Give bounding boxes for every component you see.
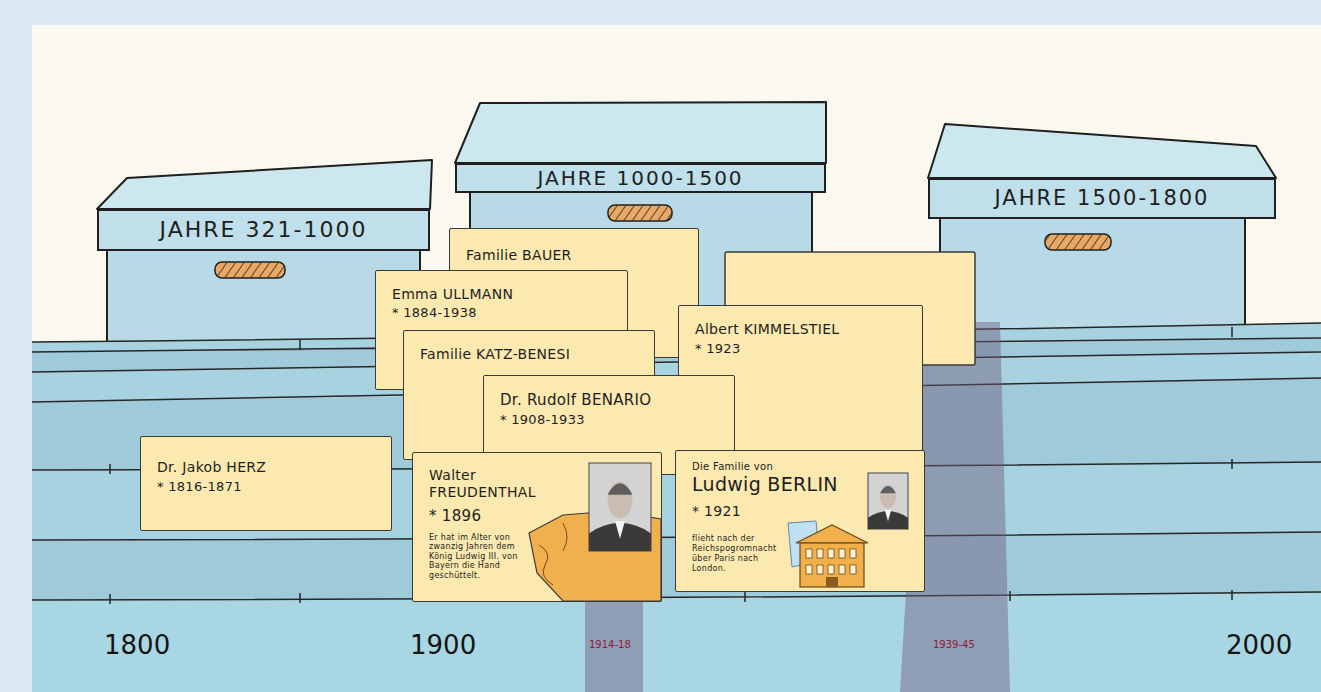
- box-handle-hatch: [608, 205, 672, 221]
- portrait-collar: [615, 521, 625, 539]
- house-window: [828, 549, 834, 558]
- portrait-frame: [589, 463, 651, 551]
- axis-ticks: [110, 590, 1232, 604]
- person-card: Die Familie vonLudwig BERLIN * 1921 flieht…: [675, 450, 925, 592]
- portrait-face: [608, 481, 633, 518]
- house-window: [806, 549, 812, 558]
- axis-year: 2000: [1226, 630, 1292, 660]
- house-window: [850, 549, 856, 558]
- paper-panel: [32, 25, 1321, 692]
- box-handle-hatch: [215, 262, 285, 278]
- story-note: Er hat im Alter von zwanzig Jahren dem K…: [429, 533, 524, 581]
- era-label: JAHRE 1500-1800: [995, 186, 1210, 211]
- era-label: JAHRE 321-1000: [160, 217, 368, 243]
- box-lid-top: [928, 124, 1276, 178]
- archive-box-lid: JAHRE 321-1000: [97, 209, 430, 251]
- box-body: [940, 218, 1245, 333]
- person-name: Emma ULLMANN: [392, 286, 613, 303]
- house-window: [806, 565, 812, 574]
- house-window: [839, 549, 845, 558]
- axis-year: 1800: [104, 630, 170, 660]
- box-handle: [1045, 234, 1111, 250]
- war-period-band: [585, 594, 643, 692]
- person-name: Albert KIMMELSTIEL: [695, 321, 908, 338]
- box-handle: [215, 262, 285, 278]
- water-band: [32, 592, 1321, 692]
- house-roof: [796, 525, 868, 543]
- person-name: Walter FREUDENTHAL: [429, 467, 587, 501]
- archive-box-lid: JAHRE 1500-1800: [928, 178, 1276, 219]
- person-name: Familie KATZ-BENESI: [420, 346, 640, 363]
- story-note: flieht nach der Reichspogromnacht über P…: [692, 534, 784, 574]
- life-dates: * 1816-1871: [157, 479, 377, 495]
- water-lines: [32, 323, 1321, 604]
- war-period-label: 1939-45: [933, 639, 975, 650]
- house-window: [817, 549, 823, 558]
- map-border-line: [539, 523, 567, 585]
- war-period-label: 1914-18: [589, 639, 631, 650]
- person-name: Dr. Jakob HERZ: [157, 459, 377, 476]
- house-body: [800, 543, 864, 587]
- house-window: [850, 565, 856, 574]
- axis-year: 1900: [410, 630, 476, 660]
- portrait-face: [880, 485, 896, 509]
- life-dates: * 1896: [429, 507, 647, 525]
- person-name: Die Familie von: [692, 461, 910, 473]
- portrait-hair: [880, 486, 896, 493]
- life-dates: * 1923: [695, 341, 908, 357]
- portrait-hair: [608, 483, 633, 494]
- life-dates: Ludwig BERLIN: [692, 473, 862, 496]
- archive-box-lid: JAHRE 1000-1500: [455, 163, 826, 193]
- person-card: Dr. Jakob HERZ * 1816-1871: [140, 436, 392, 531]
- life-dates: * 1884-1938: [392, 305, 613, 321]
- box-lid-top: [455, 102, 826, 163]
- box-body: [107, 250, 420, 350]
- portrait-frame: [868, 473, 908, 529]
- portrait-collar: [885, 510, 891, 521]
- box-handle: [608, 205, 672, 221]
- person-card: Walter FREUDENTHAL * 1896 Er hat im Alter …: [412, 452, 662, 602]
- box-lid-top: [97, 160, 432, 209]
- house-window: [828, 565, 834, 574]
- house-door: [826, 577, 838, 587]
- house-window: [817, 565, 823, 574]
- era-label: JAHRE 1000-1500: [537, 166, 743, 190]
- water-line: [32, 592, 1321, 600]
- story-note: * 1921: [692, 503, 910, 520]
- house-window: [839, 565, 845, 574]
- person-name: Dr. Rudolf BENARIO: [500, 391, 720, 409]
- person-name: Familie BAUER: [466, 247, 684, 264]
- life-dates: * 1908-1933: [500, 412, 720, 428]
- box-handle-hatch: [1045, 234, 1111, 250]
